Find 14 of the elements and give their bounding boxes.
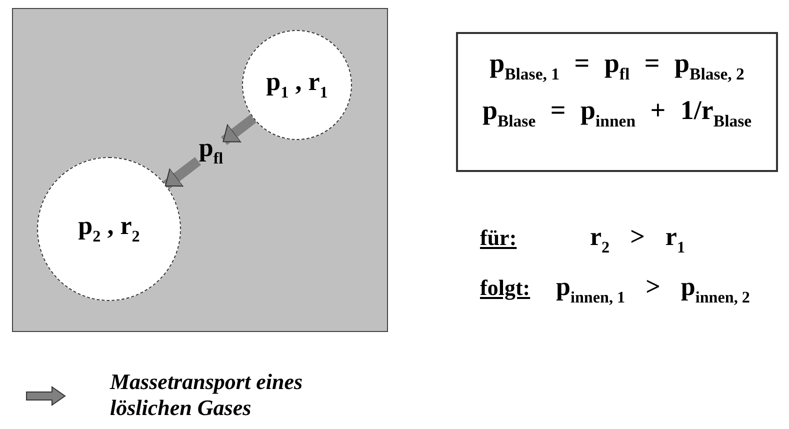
pressure-label: p$_{fl}$: [198, 133, 224, 169]
condition-label: für:: [480, 225, 517, 251]
equation: p$_{Blase}$ = p$_{innen}$ + 1/r$_{Blase}$: [482, 94, 752, 132]
inequality: r$_{2}$ > r$_{1}$: [590, 222, 686, 258]
legend-text: Massetransport eines löslichen Gases: [110, 369, 304, 421]
equation-box: [456, 32, 778, 172]
liquid-panel: [12, 8, 388, 332]
bubble-label: p$_{2}$ , r$_{2}$: [78, 211, 140, 247]
transport-arrow: [163, 156, 202, 190]
transport-arrow: [220, 114, 256, 145]
bubble-label: p$_{1}$ , r$_{1}$: [266, 67, 328, 103]
inequality: p$_{innen, 1}$ > p$_{innen, 2}$: [556, 272, 750, 308]
condition-label: folgt:: [480, 275, 530, 301]
equation: p$_{Blase, 1}$ = p$_{fl}$ = p$_{Blase, 2}$: [490, 48, 744, 85]
